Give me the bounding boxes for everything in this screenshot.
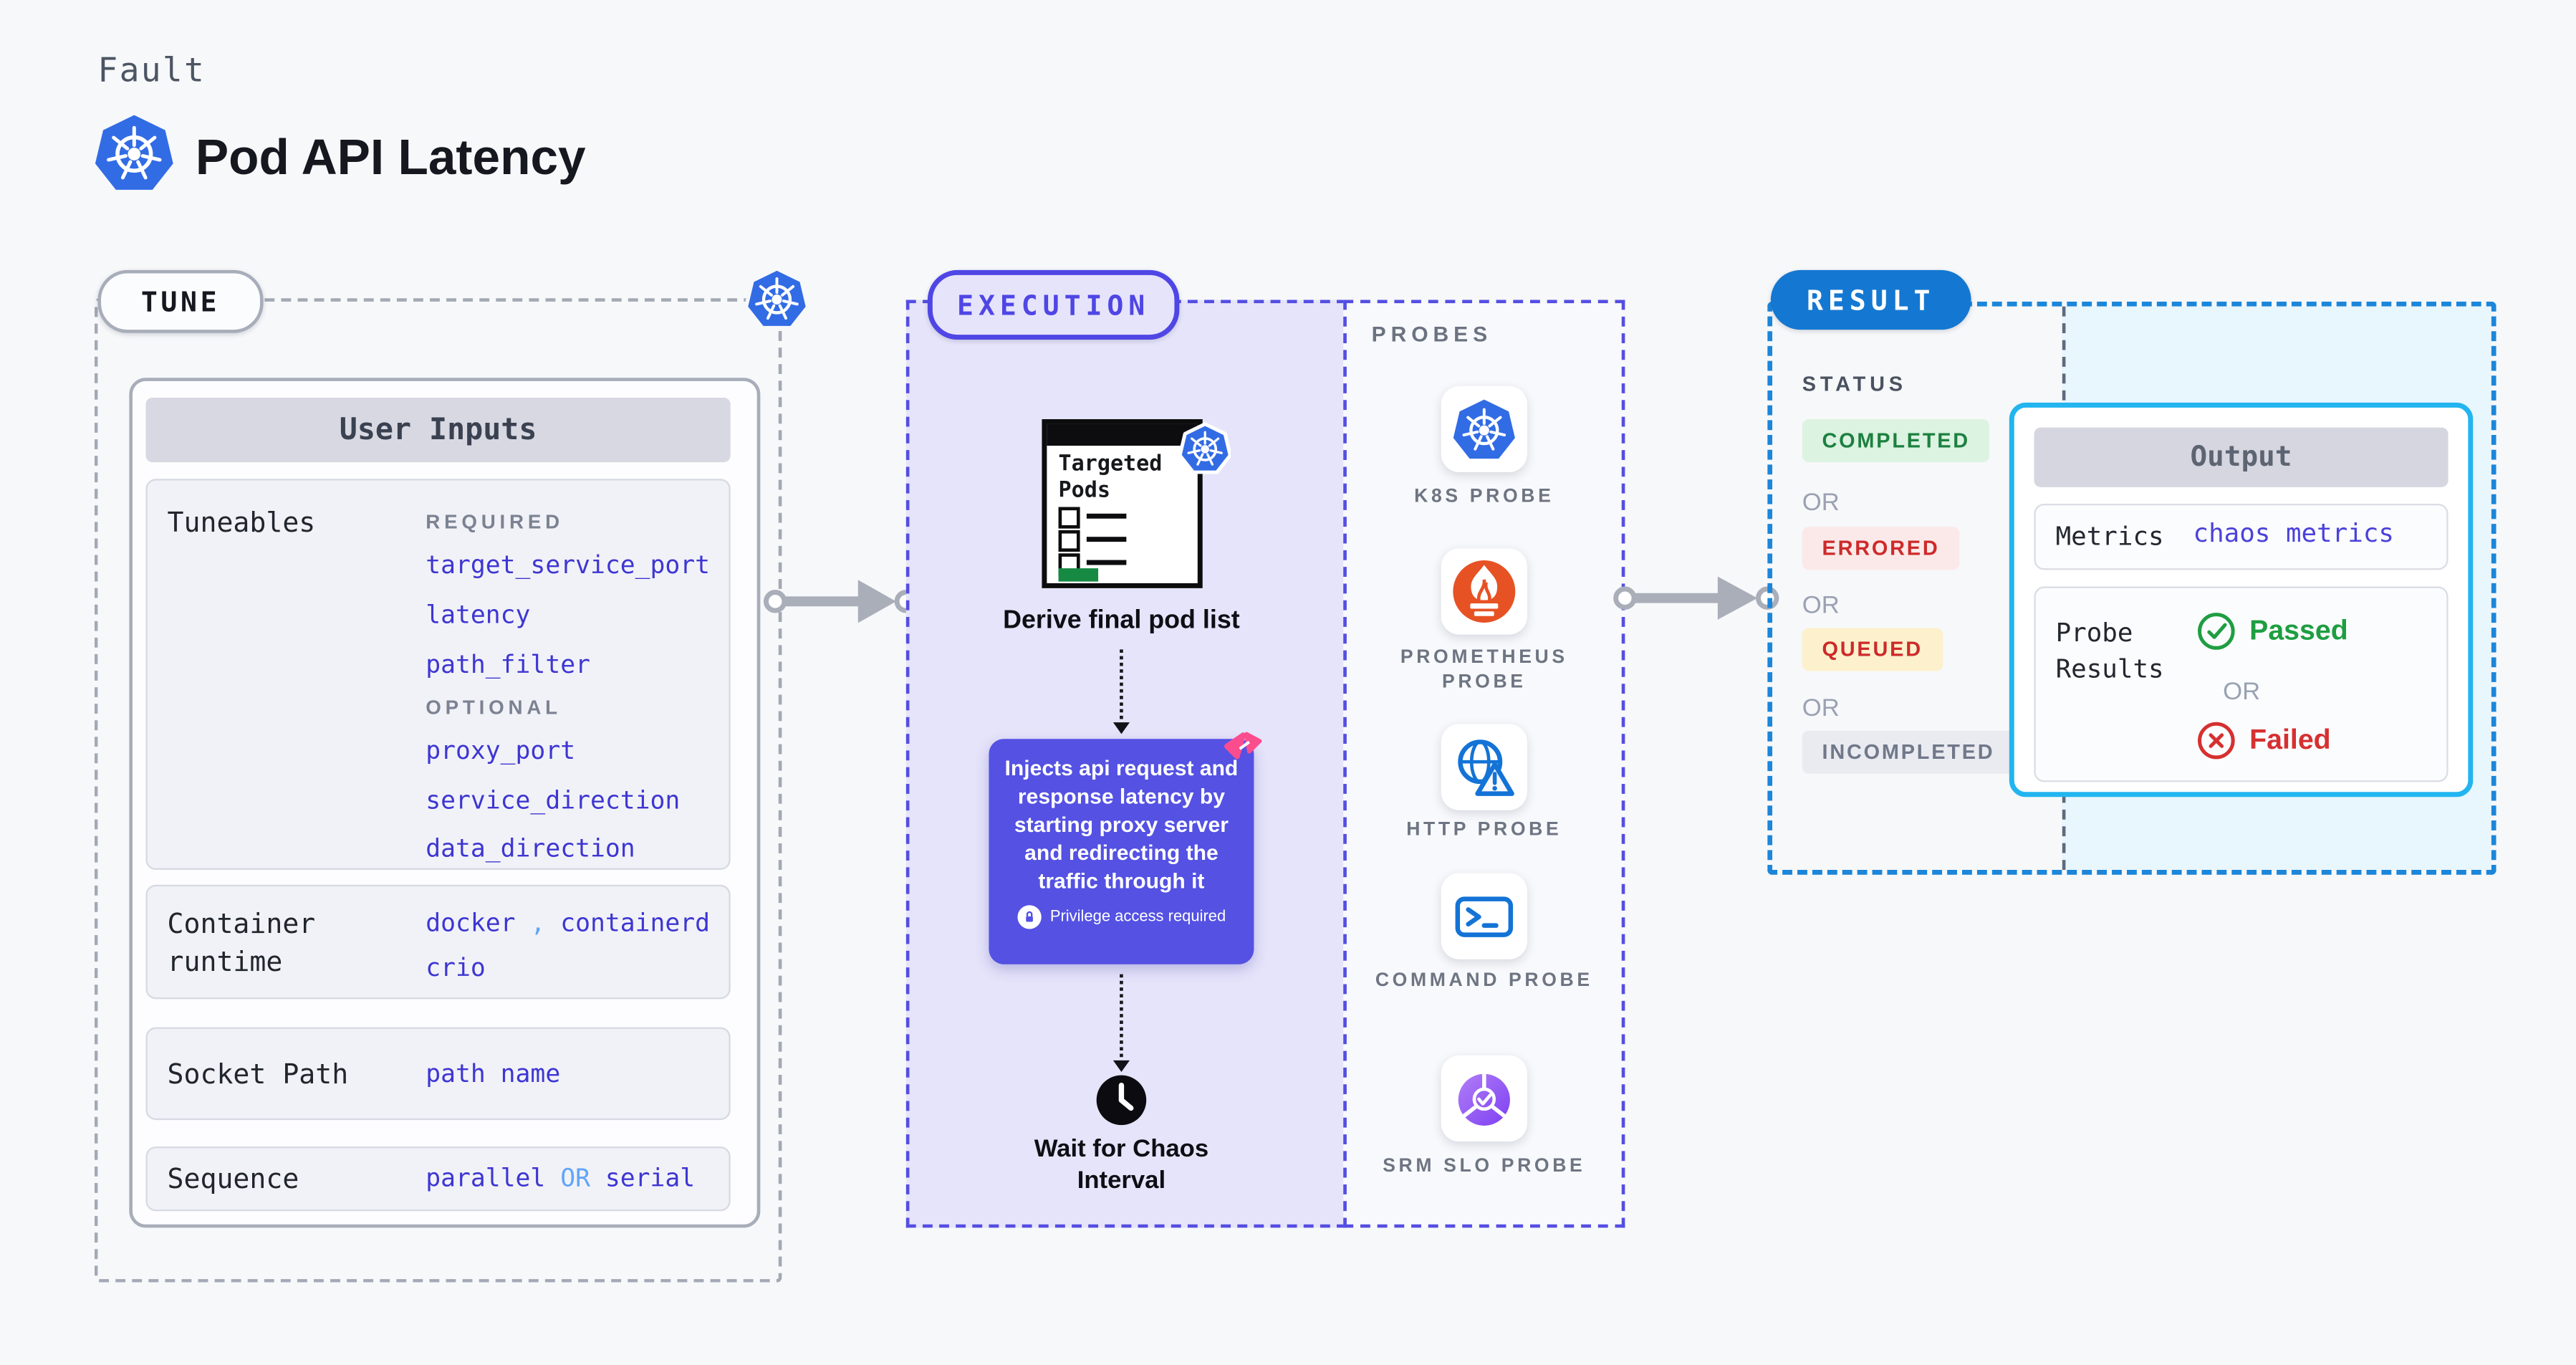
page-title: Pod API Latency (195, 130, 586, 186)
container-runtime-label: Container runtime (167, 908, 316, 978)
socket-path-label: Socket Path (167, 1058, 349, 1091)
user-inputs-header: User Inputs (145, 397, 731, 463)
terminal-icon (1455, 896, 1514, 937)
check-circle-icon (2198, 613, 2235, 650)
pod-action-bar (1058, 568, 1099, 582)
tuneable-required: target_service_port (426, 550, 711, 580)
privilege-label: Privilege access required (1049, 908, 1226, 926)
chaos-brand-icon (1224, 732, 1262, 760)
tuneable-required: latency (426, 600, 531, 630)
required-label: REQUIRED (426, 510, 564, 534)
or-label: OR (2223, 677, 2261, 707)
flow-connector (1120, 974, 1123, 1058)
pod-line (1086, 513, 1127, 518)
container-runtime-value: crio (426, 952, 486, 983)
pod-checkbox (1058, 507, 1080, 529)
metrics-label: Metrics (2055, 522, 2164, 552)
tune-to-execution-arrow (763, 580, 918, 623)
probe-label: SRM SLO PROBE (1383, 1156, 1586, 1177)
inject-description-box: Injects api request and response latency… (989, 739, 1254, 964)
probe-label: COMMAND PROBE (1375, 971, 1593, 991)
sequence-row: Sequence parallel OR serial (145, 1146, 731, 1212)
status-badge: INCOMPLETED (1802, 730, 2015, 774)
probe-label: PROMETHEUS PROBE (1400, 648, 1568, 693)
arrow-down-icon (1112, 722, 1130, 734)
failed-result: Failed (2196, 721, 2331, 760)
tune-pill: TUNE (97, 269, 264, 333)
probes-title: PROBES (1371, 321, 1493, 347)
optional-label: OPTIONAL (426, 696, 562, 719)
kubernetes-icon (1453, 399, 1515, 459)
probe-label: K8S PROBE (1414, 487, 1554, 507)
kubernetes-icon (745, 267, 809, 330)
pod-line (1086, 560, 1127, 565)
sequence-label: Sequence (167, 1163, 299, 1195)
sequence-value: parallel OR serial (426, 1163, 696, 1193)
metrics-value: chaos metrics (2193, 518, 2395, 549)
arrow-down-icon (1112, 1060, 1130, 1073)
lock-icon (1017, 905, 1042, 929)
passed-result: Passed (2196, 611, 2348, 651)
status-title: STATUS (1802, 373, 1907, 396)
kubernetes-icon (1179, 422, 1231, 474)
pod-checkbox (1058, 530, 1080, 552)
x-circle-icon (2198, 722, 2235, 760)
pod-line (1086, 537, 1127, 541)
user-inputs-card: User Inputs Tuneables REQUIRED target_se… (129, 378, 761, 1228)
privilege-row: Privilege access required (999, 903, 1244, 931)
or-label: OR (1802, 489, 1840, 517)
inject-text: Injects api request and response latency… (1004, 755, 1239, 894)
tuneable-optional: proxy_port (426, 735, 576, 766)
kubernetes-icon (95, 115, 173, 190)
container-runtime-row: Container runtime docker , containerd cr… (145, 884, 731, 1000)
slo-gauge-check-icon (1458, 1073, 1510, 1126)
http-globe-warning-icon (1458, 739, 1514, 796)
tuneables-row: Tuneables REQUIRED target_service_port l… (145, 479, 731, 870)
status-badge: COMPLETED (1802, 419, 1990, 463)
targeted-pods-title: Targeted Pods (1058, 452, 1163, 504)
socket-path-value: path name (426, 1058, 561, 1089)
status-badge: ERRORED (1802, 527, 1960, 570)
output-header: Output (2034, 427, 2448, 487)
targeted-pods-card: Targeted Pods (1042, 419, 1203, 588)
prometheus-icon (1453, 560, 1516, 623)
probe-results-label: Probe Results (2055, 618, 2164, 684)
socket-path-row: Socket Path path name (145, 1027, 731, 1121)
execution-to-result-arrow (1613, 576, 1779, 620)
k8s-probe-card (1441, 385, 1527, 473)
card-titlebar (1047, 423, 1198, 446)
command-probe-card (1441, 873, 1527, 959)
status-badge: QUEUED (1802, 628, 1943, 671)
http-probe-card (1441, 724, 1527, 810)
prometheus-probe-card (1441, 548, 1527, 635)
tuneable-required: path_filter (426, 649, 590, 680)
tuneable-optional: service_direction (426, 785, 681, 815)
metrics-row: Metrics chaos metrics (2034, 503, 2448, 570)
wait-chaos-interval-label: Wait for Chaos Interval (1034, 1134, 1209, 1195)
derive-pod-list-label: Derive final pod list (1003, 606, 1240, 635)
container-runtime-values: docker , containerd (426, 908, 711, 938)
result-pill: RESULT (1770, 269, 1971, 330)
flow-connector (1120, 649, 1123, 719)
clock-icon (1096, 1075, 1147, 1126)
or-label: OR (1802, 694, 1840, 723)
probe-label: HTTP PROBE (1406, 820, 1562, 840)
output-card: Output Metrics chaos metrics Probe Resul… (2009, 402, 2474, 798)
or-label: OR (1802, 591, 1840, 620)
tune-section (94, 298, 782, 1283)
tuneables-label: Tuneables (167, 507, 316, 539)
tuneable-optional: data_direction (426, 833, 635, 863)
srm-slo-probe-card (1441, 1055, 1527, 1142)
probe-results-row: Probe Results Passed OR Failed (2034, 586, 2448, 782)
result-section: STATUS COMPLETED OR ERRORED OR QUEUED OR… (1767, 301, 2496, 875)
fault-eyebrow: Fault (97, 49, 206, 90)
execution-pill: EXECUTION (927, 269, 1180, 340)
